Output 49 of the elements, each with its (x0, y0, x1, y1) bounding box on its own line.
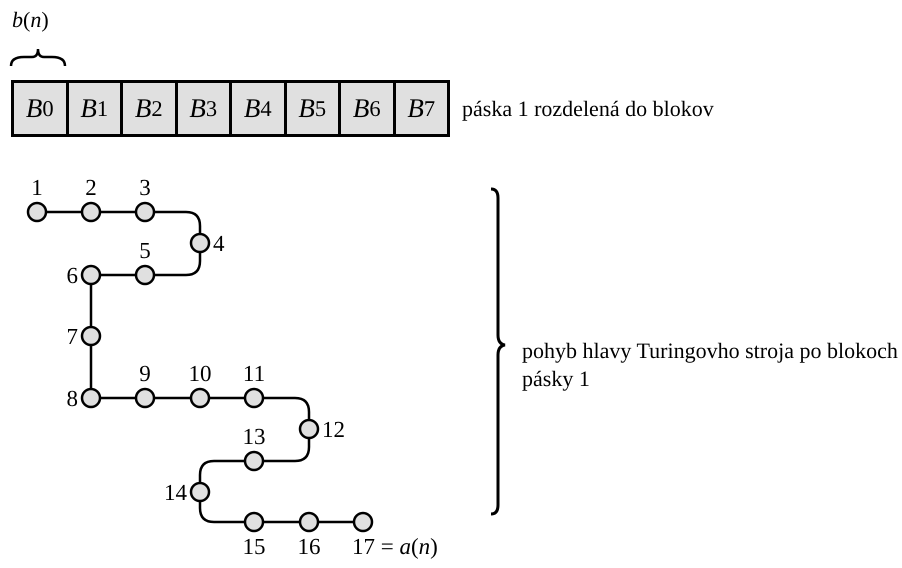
node-label: 15 (242, 534, 266, 559)
position-node: 14 (164, 480, 211, 504)
connector-line (46, 210, 82, 214)
position-node: 15 (242, 511, 266, 558)
node-label: 10 (188, 361, 212, 386)
connector-line (263, 396, 310, 420)
position-node: 9 (134, 362, 156, 409)
connector-line (90, 284, 92, 327)
connector-line (198, 460, 245, 483)
node-label: 13 (242, 424, 266, 449)
annotation-text: páska 1 rozdelená do blokov (462, 95, 714, 122)
position-node: 1 (26, 176, 48, 223)
node-label: 2 (85, 175, 97, 200)
connector-line (100, 274, 136, 276)
connector-line (209, 396, 245, 400)
node-label: 5 (139, 238, 151, 263)
position-node: 16 (298, 511, 320, 558)
node-label: 14 (164, 480, 187, 504)
connector-line (154, 396, 191, 400)
position-node: 17 = a(n) (352, 511, 438, 558)
connector-line (154, 210, 202, 234)
node-label: 7 (66, 324, 78, 348)
connector-line (263, 520, 300, 524)
position-node: 2 (80, 176, 102, 223)
position-node: 13 (242, 425, 266, 472)
connector-line (90, 345, 92, 389)
node-label: 9 (139, 361, 151, 386)
node-label: 12 (322, 416, 345, 442)
connector-line (198, 501, 245, 524)
annotation-text: pohyb hlavy Turingovho stroja po blokoch pásky 1 (522, 337, 899, 392)
position-node: 3 (134, 176, 156, 223)
connector-line (263, 438, 310, 462)
position-node: 11 (242, 362, 266, 409)
node-label: 4 (213, 230, 224, 256)
node-label: 16 (298, 534, 320, 559)
connector-line (154, 252, 202, 276)
node-label: 17 = a(n) (352, 534, 438, 559)
node-label: 1 (31, 175, 43, 200)
node-label: 3 (139, 175, 151, 200)
connector-line (100, 396, 136, 400)
position-node: 10 (188, 362, 212, 409)
position-node: 5 (134, 239, 156, 286)
node-label: 6 (66, 262, 78, 288)
connector-line (318, 520, 354, 524)
position-node: 12 (298, 418, 345, 440)
node-label: 11 (242, 361, 266, 386)
brace-label: b(n) (12, 6, 49, 34)
connector-line (100, 210, 136, 214)
node-label: 8 (66, 386, 78, 410)
